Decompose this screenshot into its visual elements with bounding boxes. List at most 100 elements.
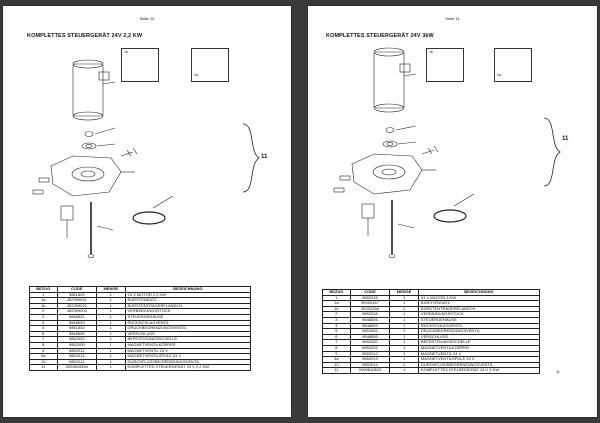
exploded-diagram: [333, 47, 561, 258]
cell-code: 95320168: [349, 305, 391, 313]
cell-code: 452399032: [56, 302, 98, 310]
cell-code: 9852020: [349, 339, 391, 346]
col-header: CODE: [349, 289, 391, 296]
table-header-row: BEZUG CODE MENGE BEZEICHNUNG: [29, 286, 252, 293]
inset-label: 1a: [194, 73, 198, 77]
cell-code: 9852012: [56, 347, 98, 355]
inset-label: 1a: [497, 73, 501, 77]
cell-bezeichnung: VERSCHLUSS: [417, 333, 541, 341]
cell-bezug: 11: [322, 367, 351, 374]
cell-bezeichnung: KOMPLETTES STEUERGERÄT 24 V 3 KW: [417, 367, 541, 374]
col-header: BEZEICHNUNG: [417, 289, 541, 296]
cell-code: 9848693: [349, 322, 391, 330]
cell-code: 9852015: [349, 294, 391, 302]
cell-bezeichnung: MAGNETVENTIL 24 V: [124, 347, 252, 355]
cell-code: 9852009: [56, 341, 98, 349]
inset-box-1b: [121, 48, 159, 82]
cell-bezeichnung: RÜCKSCHLAGVENTIL: [124, 319, 252, 327]
cell-code: 9852013: [56, 353, 98, 360]
assembly-brace: [543, 117, 561, 187]
cell-bezeichnung: RÜCKSCHLAGVENTIL: [417, 322, 541, 330]
cell-bezeichnung: 24 V MOTOR 2,2 KW: [124, 291, 252, 299]
inset-box-1a: [191, 48, 229, 82]
cell-bezeichnung: DRUCKBEGRENZUNGSVENTIL: [124, 325, 252, 332]
cell-code: 9848526: [349, 317, 391, 324]
clamp-drawing: [132, 211, 166, 225]
cell-bezeichnung: BÜRSTENTRÄGERFLANSCH: [124, 302, 252, 310]
cell-bezeichnung: VERBINDUNGSSTÜCK: [124, 308, 252, 315]
cell-code: 9848532: [56, 314, 98, 321]
cell-bezeichnung: STEUERGEHÄUSE: [417, 317, 541, 324]
cell-code: 9852020: [56, 336, 98, 343]
cell-code: 452399031: [56, 297, 98, 304]
cell-code: 9848693: [56, 319, 98, 327]
control-housing-drawing: [351, 153, 423, 195]
col-header: CODE: [56, 286, 98, 293]
cell-code: 9851829: [56, 291, 98, 299]
cell-bezeichnung: VERSCHLUSS: [124, 330, 252, 338]
cell-bezeichnung: BÜRSTENTRÄGERFLANSCH: [417, 305, 541, 313]
cell-bezeichnung: 24 V MOTOR 3 KW: [417, 294, 541, 302]
inset-label: 1b: [429, 50, 433, 54]
brace-label: 11: [261, 154, 268, 160]
control-housing-drawing: [50, 155, 122, 197]
cell-code: 9852012: [349, 350, 391, 358]
cell-code: 9852014: [56, 358, 98, 366]
cell-bezeichnung: BEFESTIGUNGSSCHELLE: [417, 339, 541, 346]
cell-bezeichnung: STEUERGEHÄUSE: [124, 314, 252, 321]
cell-code: 9852009: [349, 344, 391, 352]
assembly-brace: [242, 123, 260, 193]
cell-code: 0009810834: [56, 364, 98, 371]
cell-bezeichnung: BÜRSTENSATZ: [124, 297, 252, 304]
cell-code: 9848695: [349, 333, 391, 341]
table-header-row: BEZUG CODE MENGE BEZEICHNUNG: [322, 289, 541, 296]
right-page: Seite 11 KOMPLETTES STEUERGERÄT 24V 3kW: [308, 6, 597, 417]
solenoid-valve-drawing: [60, 205, 74, 221]
exploded-diagram: [32, 59, 260, 258]
cell-menge: 1: [96, 364, 126, 371]
cell-code: 9852016: [349, 311, 391, 318]
cell-bezeichnung: BÜRSTENSATZ: [417, 300, 541, 307]
left-page: Seite 10 KOMPLETTES STEUERGERÄT 24V 2,2 …: [3, 6, 291, 417]
cell-code: 95320167: [349, 300, 391, 307]
cell-menge: 1: [389, 367, 419, 374]
page-title: KOMPLETTES STEUERGERÄT 24V 2,2 KW: [27, 33, 143, 39]
cell-bezeichnung: KOMPLETTES STEUERGERÄT 24 V 2,2 KW: [124, 364, 252, 371]
cell-bezeichnung: MAGNETVENTILKÖRPER: [417, 344, 541, 352]
cell-code: 9851832: [349, 328, 391, 335]
cell-code: 9851832: [56, 325, 98, 332]
cell-bezeichnung: MAGNETVENTILSPULE 24 V: [417, 356, 541, 363]
cell-code: 452399003: [56, 308, 98, 315]
cell-bezeichnung: MAGNETVENTILKÖRPER: [124, 341, 252, 349]
page-number: Seite 10: [139, 16, 155, 21]
cell-bezeichnung: VERBINDUNGSSTÜCK: [417, 311, 541, 318]
page-title: KOMPLETTES STEUERGERÄT 24V 3kW: [326, 33, 434, 39]
cell-code: 0009810833: [349, 367, 391, 374]
